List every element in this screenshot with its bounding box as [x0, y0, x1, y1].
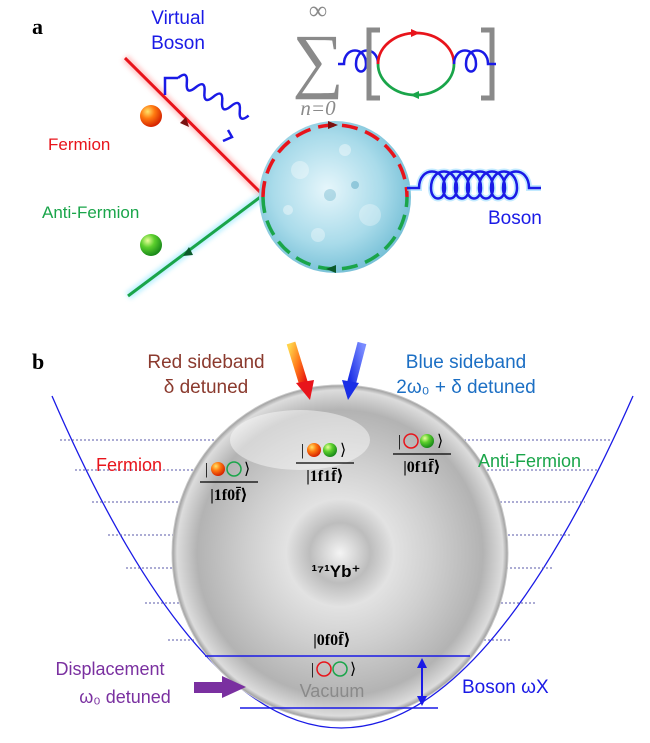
state-fermion-only: | ⟩ |1f0f̄⟩ — [200, 461, 258, 504]
sum-upper-limit: ∞ — [309, 0, 328, 25]
fermion-label-b: Fermion — [96, 455, 162, 475]
boson-energy-spacing-arrow — [417, 658, 427, 706]
fermion-occupied-icon — [307, 443, 321, 457]
anti-fermion-empty-icon — [226, 461, 242, 477]
anti-fermion-empty-icon — [332, 661, 348, 677]
svg-text:|: | — [301, 442, 304, 459]
state-1f0f-label: |1f0f̄⟩ — [210, 485, 248, 504]
state-fermion-anti-fermion: | ⟩ |1f1f̄⟩ — [296, 442, 354, 485]
state-anti-fermion-only: | ⟩ |0f1f̄⟩ — [393, 433, 451, 476]
anti-fermion-label-b: Anti-Fermion — [478, 451, 581, 471]
red-sideband-label-line2: δ detuned — [164, 377, 249, 398]
virtual-boson-label-line2: Boson — [151, 33, 205, 54]
red-sideband-arrow — [286, 341, 314, 400]
blue-sideband-arrow — [342, 341, 367, 400]
virtual-boson-label-line1: Virtual — [151, 8, 205, 29]
state-0f1f-label: |0f1f̄⟩ — [403, 457, 441, 476]
fermion-occupied-icon — [211, 462, 225, 476]
displacement-label-line1: Displacement — [55, 659, 164, 679]
displacement-label-line2: ω₀ detuned — [79, 687, 171, 707]
boson-omega-label: Boson ωX — [462, 677, 549, 698]
anti-fermion-particle-icon — [140, 234, 162, 256]
interaction-vertex-blob — [259, 121, 411, 273]
fermion-label-a: Fermion — [48, 135, 110, 154]
sum-lower-limit: n=0 — [300, 96, 336, 120]
trap-potential-curve — [51, 395, 634, 729]
svg-text:⟩: ⟩ — [437, 433, 443, 450]
svg-text:⟩: ⟩ — [340, 442, 346, 459]
boson-label-a: Boson — [488, 208, 542, 229]
blue-sideband-label-line1: Blue sideband — [406, 352, 526, 373]
fermion-empty-icon — [316, 661, 332, 677]
state-vacuum: |0f0f̄⟩ | ⟩ Vacuum — [300, 630, 365, 701]
anti-fermion-occupied-icon — [420, 434, 434, 448]
svg-text:|: | — [311, 661, 314, 678]
panel-a-label: a — [32, 14, 43, 39]
ion-label: ¹⁷¹Yb⁺ — [311, 562, 360, 581]
svg-text:|: | — [398, 433, 401, 450]
fermion-line — [122, 55, 266, 198]
anti-fermion-line — [125, 191, 266, 300]
sum-symbol: ∑ — [292, 20, 343, 100]
ion-sphere — [171, 384, 509, 722]
svg-text:⟩: ⟩ — [244, 461, 250, 478]
displacement-arrow — [194, 676, 246, 698]
anti-fermion-label-a: Anti-Fermion — [42, 203, 139, 222]
anti-fermion-occupied-icon — [323, 443, 337, 457]
blue-sideband-label-line2: 2ω₀ + δ detuned — [396, 377, 535, 398]
state-0f0f-label: |0f0f̄⟩ — [313, 630, 351, 649]
sum-formula: ∞ ∑ n=0 — [292, 0, 496, 120]
vacuum-label: Vacuum — [300, 681, 365, 701]
state-1f1f-label: |1f1f̄⟩ — [306, 466, 344, 485]
fermion-empty-icon — [403, 433, 419, 449]
fermion-particle-icon — [140, 105, 162, 127]
red-sideband-label-line1: Red sideband — [147, 352, 264, 373]
virtual-boson-loop — [163, 73, 250, 143]
svg-text:⟩: ⟩ — [350, 661, 356, 678]
panel-b-label: b — [32, 349, 44, 374]
svg-text:|: | — [205, 461, 208, 478]
boson-propagator — [407, 168, 541, 202]
